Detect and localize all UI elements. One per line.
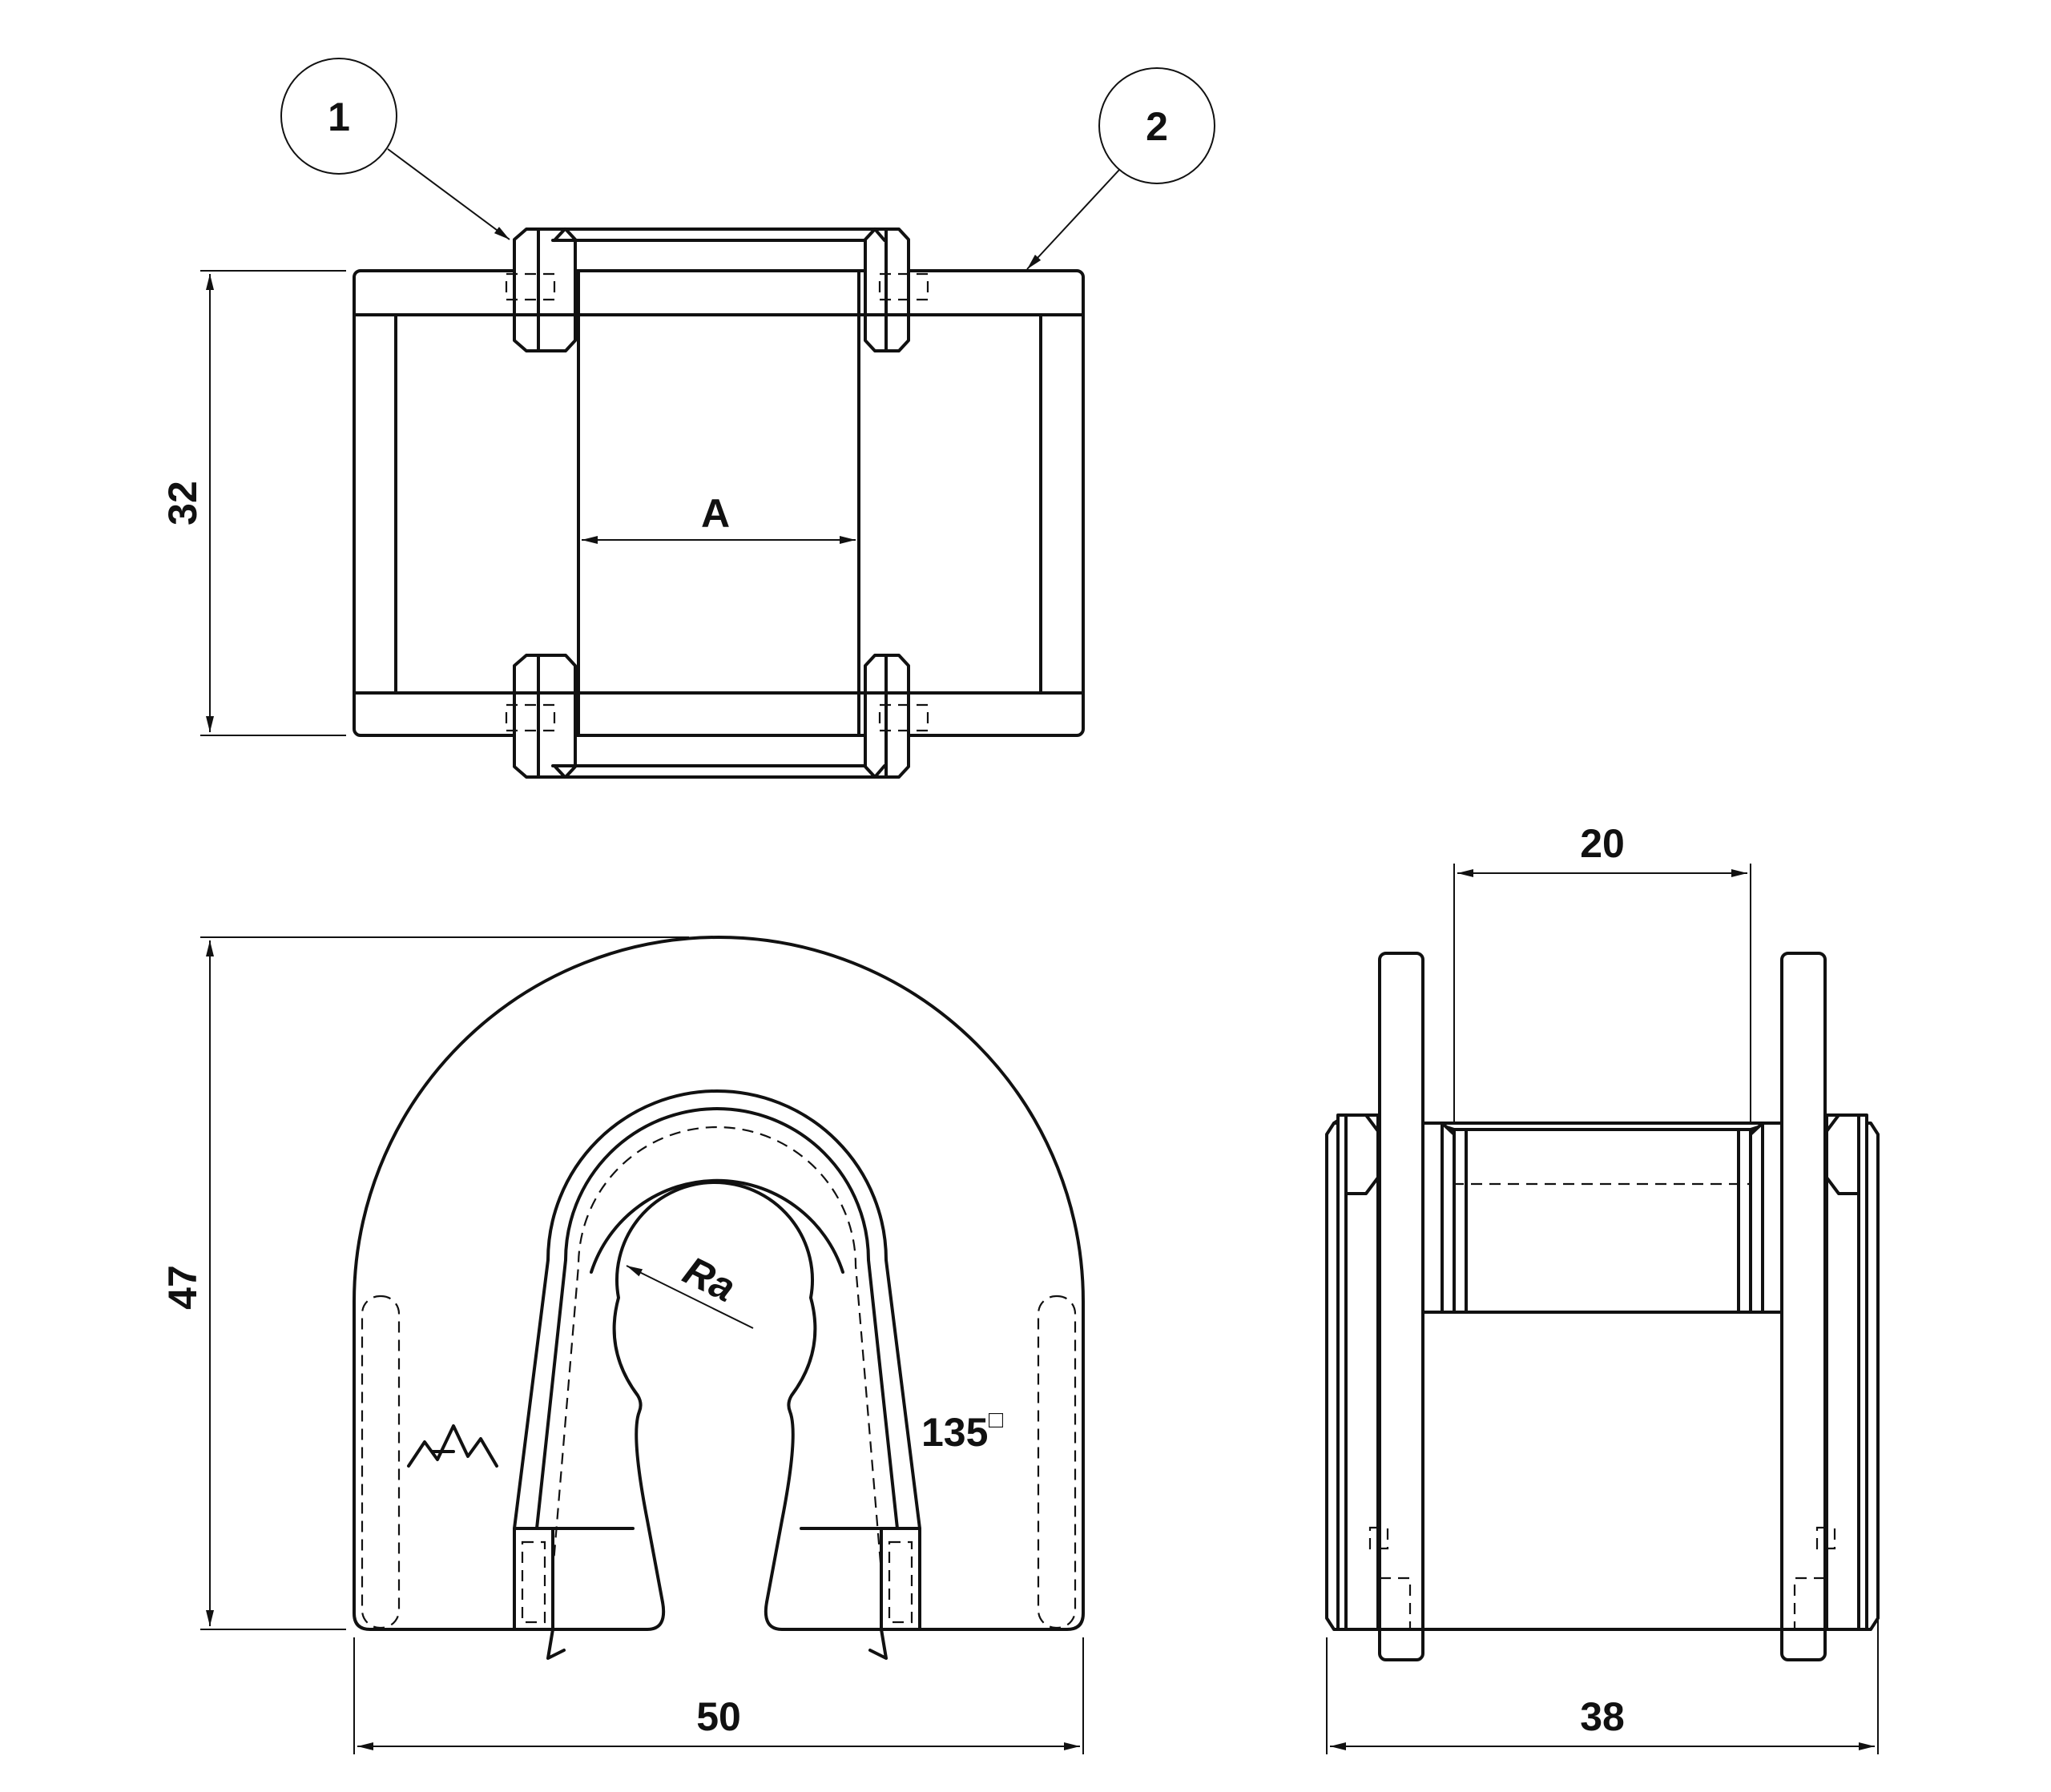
side-plate-left bbox=[1378, 952, 1424, 1661]
dimension-slot-width: 20 bbox=[1453, 821, 1751, 1122]
angle-unit-symbol: □ bbox=[989, 1407, 1004, 1433]
dim-38-label: 38 bbox=[1580, 1694, 1625, 1739]
front-view: Ra 135 □ 47 50 bbox=[160, 936, 1085, 1754]
dim-20-label: 20 bbox=[1580, 821, 1625, 866]
manufacturer-logo bbox=[407, 1424, 498, 1468]
side-view: 20 38 bbox=[1325, 821, 1880, 1754]
balloon-1-label: 1 bbox=[328, 95, 350, 139]
clamp-plate-top bbox=[505, 228, 929, 352]
balloon-1: 1 bbox=[280, 58, 510, 240]
dim-A-label: A bbox=[701, 491, 730, 536]
dimension-height-front: 47 bbox=[160, 936, 689, 1630]
angle-label: 135 bbox=[921, 1410, 988, 1455]
top-view: 32 A 1 2 bbox=[160, 58, 1215, 779]
balloon-2: 2 bbox=[1026, 67, 1215, 270]
dimension-width-front: 50 bbox=[353, 1637, 1084, 1754]
side-plate-right bbox=[1780, 952, 1827, 1661]
dim-32-label: 32 bbox=[160, 481, 205, 526]
dim-47-label: 47 bbox=[160, 1265, 205, 1310]
dimension-radius: Ra bbox=[626, 1248, 754, 1329]
dimension-inner-width: A bbox=[582, 491, 856, 544]
angle-annotation: 135 □ bbox=[921, 1407, 1004, 1455]
dim-Ra-label: Ra bbox=[676, 1248, 742, 1311]
dim-50-label: 50 bbox=[696, 1694, 741, 1739]
front-view-outline bbox=[353, 936, 1085, 1631]
top-view-outer-frame bbox=[353, 269, 1085, 737]
balloon-2-label: 2 bbox=[1146, 104, 1168, 149]
dimension-height-top: 32 bbox=[160, 270, 346, 736]
clamp-plate-bottom bbox=[505, 654, 929, 779]
